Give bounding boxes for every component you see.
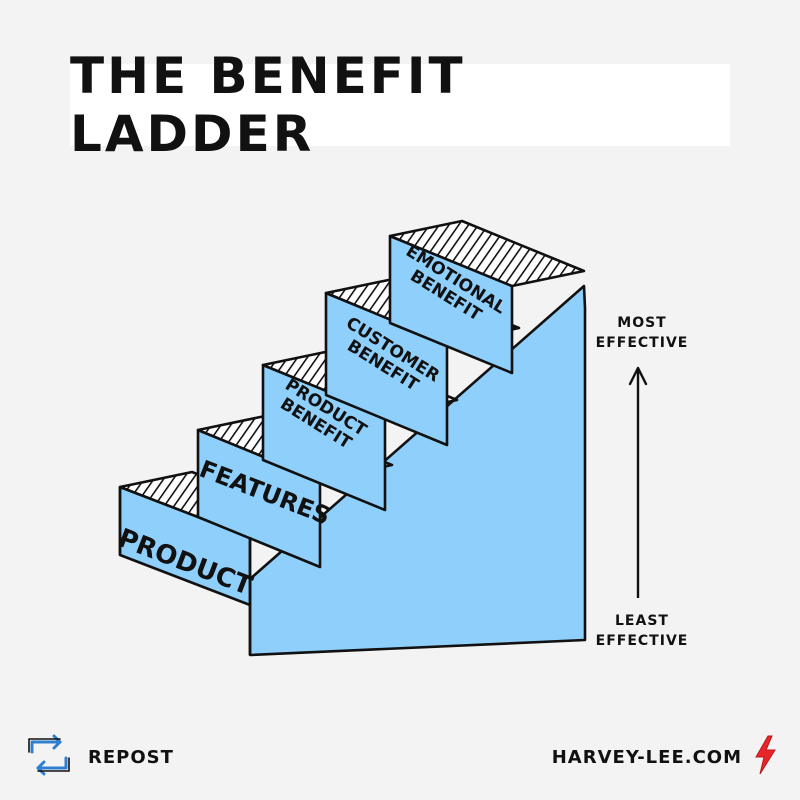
lightning-bolt-icon (752, 735, 778, 779)
repost-area[interactable]: REPOST (26, 732, 174, 782)
repost-label[interactable]: REPOST (88, 747, 174, 768)
website-label[interactable]: HARVEY-LEE.COM (552, 747, 742, 768)
website-area: HARVEY-LEE.COM (552, 732, 778, 782)
repost-icon[interactable] (26, 732, 72, 782)
effectiveness-arrow (630, 368, 646, 598)
least-effective-label: LEAST EFFECTIVE (592, 611, 692, 651)
most-effective-label: MOST EFFECTIVE (592, 313, 692, 353)
